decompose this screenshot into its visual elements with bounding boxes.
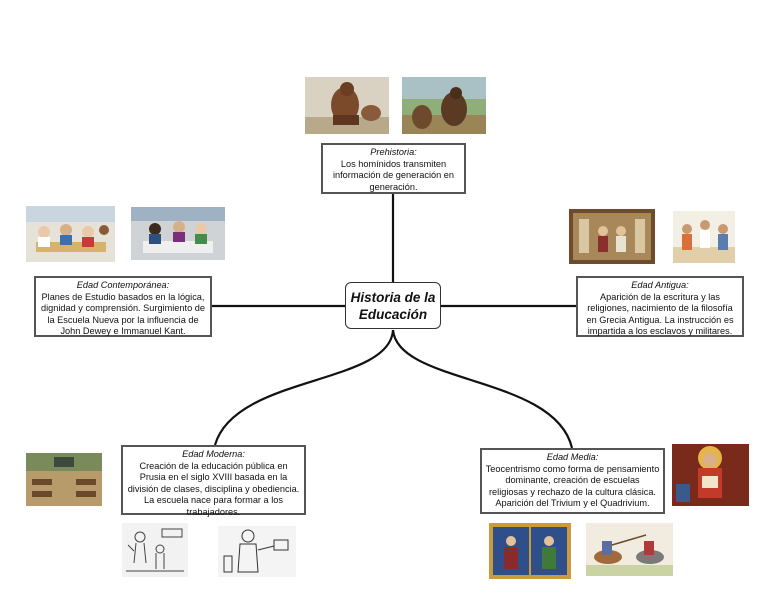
node-edad-moderna[interactable]: Edad Moderna: Creación de la educación p…	[121, 445, 306, 517]
hominid-photo-2	[402, 77, 486, 134]
node-edad-contemporanea-title: Edad Contemporánea:	[76, 280, 170, 290]
node-edad-antigua[interactable]: Edad Antigua: Aparición de la escritura …	[576, 276, 744, 337]
central-topic-node[interactable]: Historia de la Educación	[345, 282, 441, 329]
knights-illustration	[586, 523, 673, 576]
classroom-photo-1	[26, 206, 115, 262]
schoolmaster-engraving-2	[218, 526, 296, 577]
connector-media	[391, 329, 574, 449]
old-classroom-photo	[26, 453, 102, 506]
religious-painting	[672, 444, 749, 506]
node-edad-contemporanea[interactable]: Edad Contemporánea: Planes de Estudio ba…	[34, 276, 212, 337]
node-edad-media[interactable]: Edad Media: Teocentrismo como forma de p…	[480, 448, 665, 514]
node-edad-media-text: Teocentrismo como forma de pensamiento d…	[485, 463, 660, 509]
classroom-photo-2	[131, 207, 225, 260]
node-edad-media-title: Edad Media:	[546, 452, 599, 462]
connector-moderna	[213, 329, 395, 446]
node-edad-antigua-text: Aparición de la escritura y las religion…	[586, 291, 734, 337]
greek-fresco-photo	[569, 209, 655, 264]
node-edad-contemporanea-text: Planes de Estudio basados en la lógica, …	[41, 291, 205, 337]
node-prehistoria-title: Prehistoria:	[370, 147, 417, 157]
node-prehistoria[interactable]: Prehistoria: Los homínidos transmiten in…	[321, 143, 466, 194]
medieval-manuscript-illustration	[489, 523, 571, 579]
node-edad-moderna-text: Creación de la educación pública en Prus…	[127, 460, 300, 517]
node-prehistoria-text: Los homínidos transmiten información de …	[332, 158, 455, 192]
node-edad-moderna-title: Edad Moderna:	[182, 449, 245, 459]
ancient-school-illustration	[673, 211, 735, 263]
node-edad-antigua-title: Edad Antigua:	[631, 280, 689, 290]
schoolmaster-engraving-1	[122, 523, 188, 577]
hominid-photo-1	[305, 77, 389, 134]
central-topic-title: Historia de la Educación	[350, 289, 436, 322]
